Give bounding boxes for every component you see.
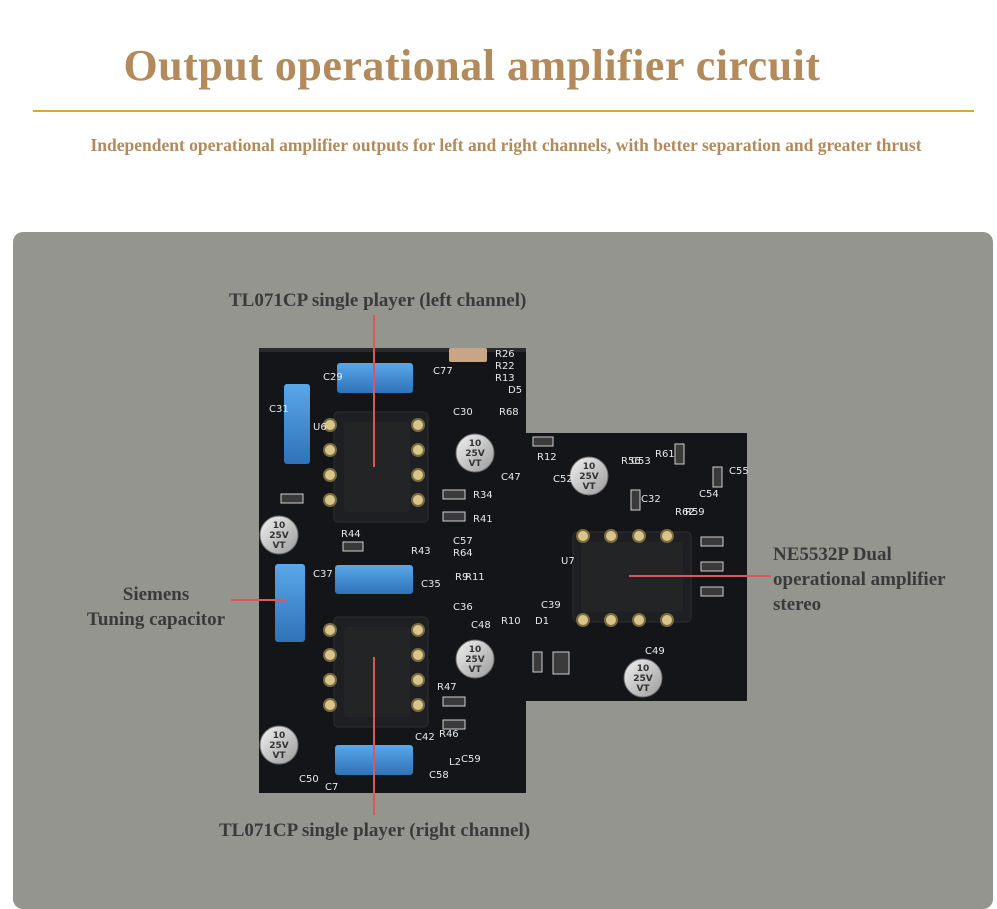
silkscreen-label: R62 [675, 507, 695, 518]
svg-text:VT: VT [468, 665, 482, 675]
silkscreen-label: R47 [437, 682, 457, 693]
ic-tl071-left [323, 411, 429, 523]
silkscreen-label: C39 [541, 600, 561, 611]
silkscreen-label: C53 [631, 456, 651, 467]
silkscreen-label: R34 [473, 490, 493, 501]
silkscreen-label: C47 [501, 472, 521, 483]
svg-text:VT: VT [272, 751, 286, 761]
pointer-siemens [231, 599, 287, 601]
siemens-capacitor [275, 564, 305, 642]
silkscreen-label: C55 [729, 466, 749, 477]
svg-text:25V: 25V [465, 449, 485, 459]
silkscreen-label: R64 [453, 548, 473, 559]
silkscreen-label: C48 [471, 620, 491, 631]
silkscreen-label: D1 [535, 616, 549, 627]
pointer-tl071-left [373, 315, 375, 467]
silkscreen-label: C7 [325, 782, 338, 793]
ic-ne5532 [572, 529, 692, 627]
svg-text:25V: 25V [633, 674, 653, 684]
silkscreen-label: R68 [499, 407, 519, 418]
ic-tl071-right [323, 616, 429, 728]
silkscreen-label: C59 [461, 754, 481, 765]
silkscreen-label: C32 [641, 494, 661, 505]
silkscreen-label: R61 [655, 449, 675, 460]
svg-text:VT: VT [468, 459, 482, 469]
silkscreen-label: R46 [439, 729, 459, 740]
silkscreen-label: R43 [411, 546, 431, 557]
silkscreen-label: C54 [699, 489, 719, 500]
label-tl071-left: TL071CP single player (left channel) [229, 290, 527, 311]
svg-text:10: 10 [637, 664, 650, 674]
svg-text:25V: 25V [465, 655, 485, 665]
page-subtitle: Independent operational amplifier output… [90, 135, 922, 155]
pointer-tl071-right [373, 657, 375, 815]
svg-text:25V: 25V [269, 531, 289, 541]
silkscreen-label: C29 [323, 372, 343, 383]
silkscreen-label: C50 [299, 774, 319, 785]
silkscreen-label: C57 [453, 536, 473, 547]
svg-text:VT: VT [636, 684, 650, 694]
silkscreen-label: C35 [421, 579, 441, 590]
svg-text:10: 10 [469, 645, 482, 655]
svg-text:VT: VT [582, 482, 596, 492]
silkscreen-label: C30 [453, 407, 473, 418]
silkscreen-label: C49 [645, 646, 665, 657]
svg-text:VT: VT [272, 541, 286, 551]
label-tl071-right: TL071CP single player (right channel) [219, 820, 531, 841]
silkscreen-label: R44 [341, 529, 361, 540]
silkscreen-label: C42 [415, 732, 435, 743]
silkscreen-label: U7 [561, 556, 575, 567]
silkscreen-label: C77 [433, 366, 453, 377]
svg-text:25V: 25V [579, 472, 599, 482]
svg-text:10: 10 [273, 731, 286, 741]
label-siemens: Siemens Tuning capacitor [86, 584, 226, 630]
label-ne5532: NE5532P Dual operational amplifier stere… [773, 544, 946, 615]
silkscreen-label: R41 [473, 514, 493, 525]
pointer-ne5532 [629, 575, 771, 577]
silkscreen-label: R26 [495, 349, 515, 360]
silkscreen-label: R10 [501, 616, 521, 627]
silkscreen-label: C36 [453, 602, 473, 613]
silkscreen-label: R56 [621, 456, 641, 467]
silkscreen-label: L2 [449, 757, 461, 768]
svg-text:10: 10 [583, 462, 596, 472]
silkscreen-label: R13 [495, 373, 515, 384]
page-title: Output operational amplifier circuit [123, 41, 821, 90]
silkscreen-label: U6 [313, 422, 327, 433]
silkscreen-label: R9 [455, 572, 468, 583]
silkscreen-label: R11 [465, 572, 485, 583]
svg-text:10: 10 [469, 439, 482, 449]
svg-text:10: 10 [273, 521, 286, 531]
silkscreen-label: D5 [508, 385, 522, 396]
silkscreen-label: R12 [537, 452, 557, 463]
silkscreen-label: R22 [495, 361, 515, 372]
smd-parts [280, 436, 724, 730]
silkscreen-label: R59 [685, 507, 705, 518]
title-divider [33, 110, 974, 112]
svg-text:25V: 25V [269, 741, 289, 751]
electrolytic-capacitors [259, 433, 663, 765]
silkscreen-label: C31 [269, 404, 289, 415]
silkscreen-label: C37 [313, 569, 333, 580]
silkscreen-label: C58 [429, 770, 449, 781]
silkscreen-label: C52 [553, 474, 573, 485]
